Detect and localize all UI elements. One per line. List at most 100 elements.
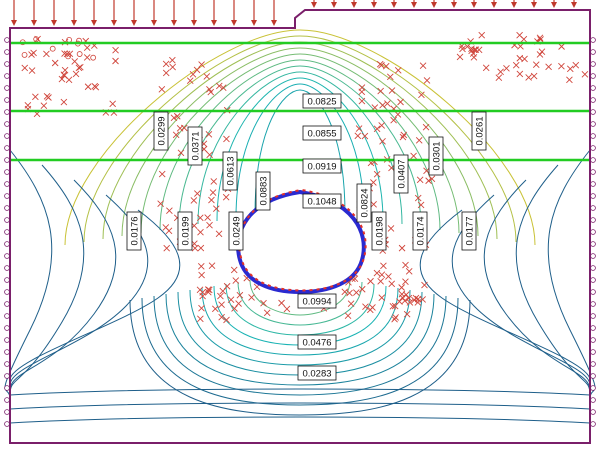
svg-text:0.0613: 0.0613 <box>226 156 237 185</box>
contour-line <box>9 209 181 381</box>
cross-mark-icon <box>71 58 79 65</box>
svg-text:0.0301: 0.0301 <box>432 141 443 170</box>
cross-mark-icon <box>218 313 225 321</box>
cross-mark-icon <box>223 135 230 143</box>
roller-support-icon <box>4 325 10 331</box>
down-arrow-icon <box>211 20 217 26</box>
contour-line <box>141 297 459 406</box>
roller-support-icon <box>4 169 10 175</box>
down-arrow-icon <box>351 2 357 8</box>
roller-support-icon <box>590 265 596 271</box>
cross-mark-icon <box>207 88 215 96</box>
cross-mark-icon <box>516 70 524 78</box>
cross-mark-icon <box>169 56 176 64</box>
roller-support-icon <box>4 301 10 307</box>
cross-mark-icon <box>566 65 574 73</box>
contour-label: 0.0283 <box>297 365 337 381</box>
contour-line <box>483 179 591 391</box>
cross-mark-icon <box>206 151 213 159</box>
down-arrow-icon <box>491 2 497 8</box>
contour-line <box>9 416 591 424</box>
svg-text:0.0371: 0.0371 <box>191 131 202 160</box>
cross-mark-icon <box>218 301 225 309</box>
cross-mark-icon <box>389 302 397 310</box>
cross-mark-icon <box>399 133 407 141</box>
cross-mark-icon <box>51 59 59 67</box>
cross-mark-icon <box>355 125 363 132</box>
cross-mark-icon <box>403 310 411 318</box>
cross-mark-icon <box>538 48 546 55</box>
cross-mark-icon <box>537 36 544 43</box>
cross-mark-icon <box>76 63 84 71</box>
contour-line <box>235 83 365 219</box>
roller-support-icon <box>590 97 596 103</box>
contour-line <box>4 149 53 401</box>
roller-support-icon <box>590 337 596 343</box>
contour-line <box>547 149 596 401</box>
cross-mark-icon <box>236 291 244 299</box>
cross-mark-icon <box>166 207 173 215</box>
roller-support-icon <box>590 397 596 403</box>
cross-mark-icon <box>223 316 230 324</box>
roller-support-icon <box>590 133 596 139</box>
roller-support-icon <box>590 409 596 415</box>
cross-mark-icon <box>198 61 205 68</box>
cross-mark-icon <box>536 51 544 58</box>
circle-mark-icon <box>90 54 97 61</box>
contour-label: 0.0919 <box>302 158 342 174</box>
cross-mark-icon <box>196 214 204 222</box>
cross-mark-icon <box>215 230 223 238</box>
svg-text:0.0407: 0.0407 <box>397 159 408 188</box>
cross-mark-icon <box>517 42 524 50</box>
cross-mark-icon <box>235 300 242 307</box>
cross-mark-icon <box>30 49 37 57</box>
cross-mark-icon <box>472 46 480 53</box>
roller-support-icon <box>590 181 596 187</box>
roller-support-icon <box>590 277 596 283</box>
cross-mark-icon <box>248 294 255 301</box>
roller-support-icon <box>4 85 10 91</box>
cross-mark-icon <box>190 197 198 204</box>
cross-mark-icon <box>230 266 238 274</box>
roller-support-icon <box>4 313 10 319</box>
cross-mark-icon <box>198 304 205 312</box>
roller-support-icon <box>590 325 596 331</box>
circle-mark-icon <box>49 45 56 52</box>
cross-mark-icon <box>385 273 392 280</box>
cross-mark-icon <box>197 244 205 252</box>
cross-mark-icon <box>40 102 48 110</box>
roller-support-icon <box>590 373 596 379</box>
cross-mark-icon <box>416 176 424 184</box>
surface-load-arrows <box>11 0 577 26</box>
cross-mark-icon <box>428 175 436 183</box>
svg-text:0.0883: 0.0883 <box>259 176 270 205</box>
model-boundary <box>4 9 596 444</box>
cross-mark-icon <box>215 82 223 90</box>
cross-mark-icon <box>415 137 423 144</box>
circle-mark-icon <box>76 51 83 57</box>
cross-mark-icon <box>232 277 240 284</box>
cross-mark-icon <box>231 305 238 312</box>
svg-text:0.0199: 0.0199 <box>181 216 192 245</box>
cross-mark-icon <box>358 285 366 293</box>
svg-text:0.0919: 0.0919 <box>307 162 336 173</box>
cross-mark-icon <box>388 164 395 172</box>
svg-text:0.0283: 0.0283 <box>302 369 331 380</box>
cross-mark-icon <box>394 66 402 74</box>
roller-support-icon <box>4 373 10 379</box>
cross-mark-icon <box>199 292 206 300</box>
cross-mark-icon <box>176 124 184 132</box>
cross-mark-icon <box>398 244 406 252</box>
cross-mark-icon <box>423 77 431 84</box>
cross-mark-icon <box>358 84 366 91</box>
cross-mark-icon <box>354 132 362 140</box>
contour-label: 0.0825 <box>302 93 342 109</box>
cross-mark-icon <box>158 86 166 93</box>
cross-mark-icon <box>379 101 386 109</box>
circle-mark-icon <box>21 52 28 58</box>
roller-support-icon <box>590 301 596 307</box>
contour-line <box>165 293 435 386</box>
cross-mark-icon <box>362 303 369 311</box>
contour-line <box>64 29 536 246</box>
down-arrow-icon <box>71 20 77 26</box>
